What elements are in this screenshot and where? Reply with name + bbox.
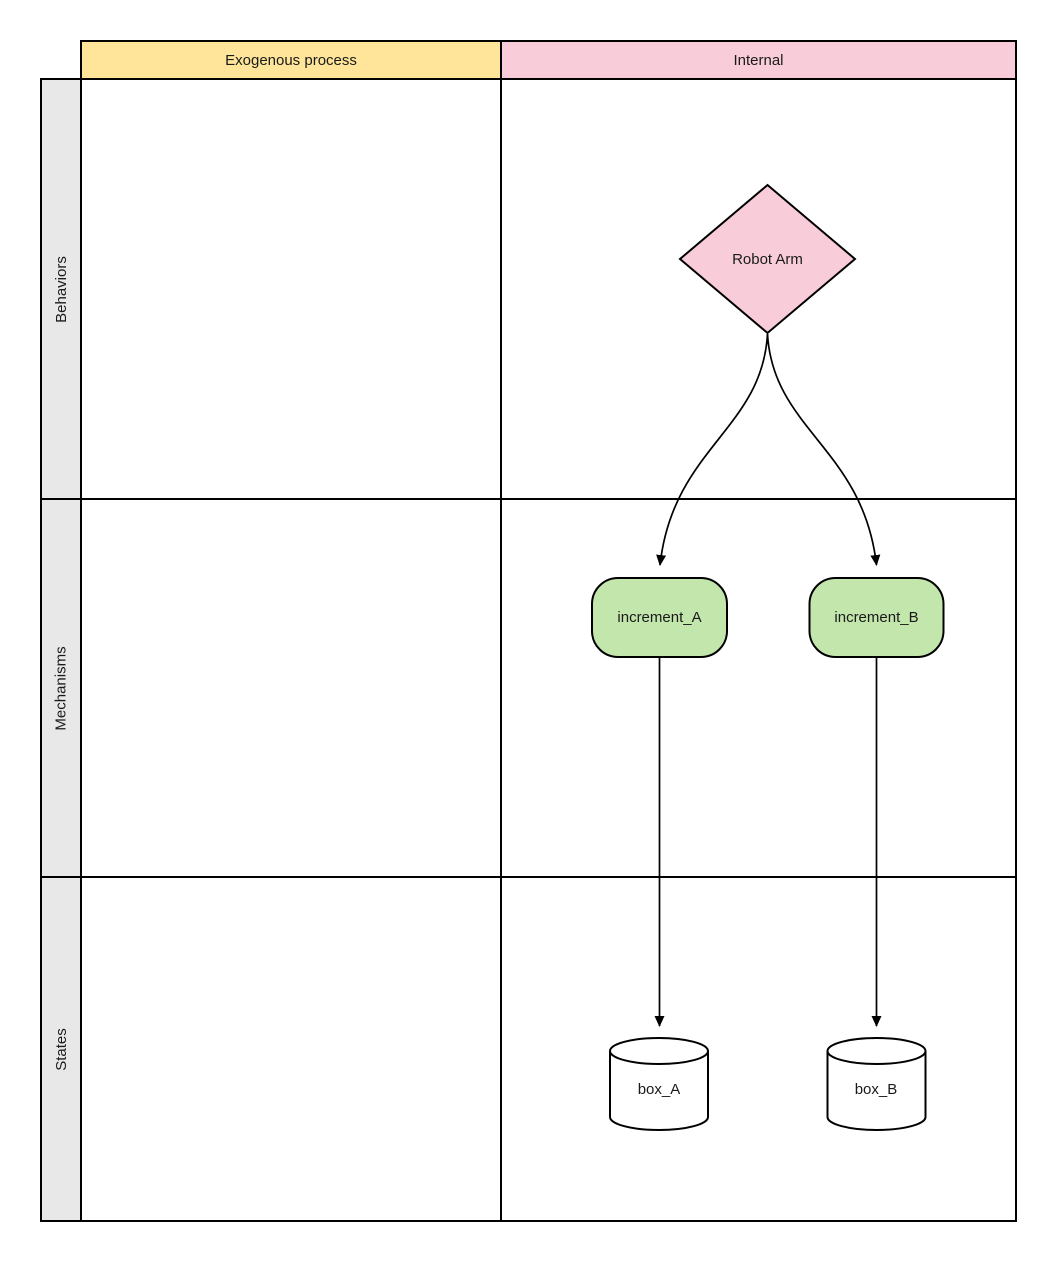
row-header-mechanisms-label: Mechanisms <box>52 645 70 731</box>
row-header-states: States <box>40 876 82 1222</box>
column-header-internal-label: Internal <box>733 51 784 69</box>
lane-behaviors-exogenous <box>80 78 502 500</box>
row-header-behaviors: Behaviors <box>40 78 82 500</box>
lane-states-internal <box>500 876 1017 1222</box>
column-header-exogenous-label: Exogenous process <box>225 51 357 69</box>
lane-behaviors-internal <box>500 78 1017 500</box>
row-header-mechanisms: Mechanisms <box>40 498 82 878</box>
column-header-internal: Internal <box>500 40 1017 80</box>
row-header-states-label: States <box>52 1027 70 1071</box>
lane-mechanisms-internal <box>500 498 1017 878</box>
lane-states-exogenous <box>80 876 502 1222</box>
lane-mechanisms-exogenous <box>80 498 502 878</box>
column-header-exogenous-process: Exogenous process <box>80 40 502 80</box>
row-header-behaviors-label: Behaviors <box>52 255 70 323</box>
